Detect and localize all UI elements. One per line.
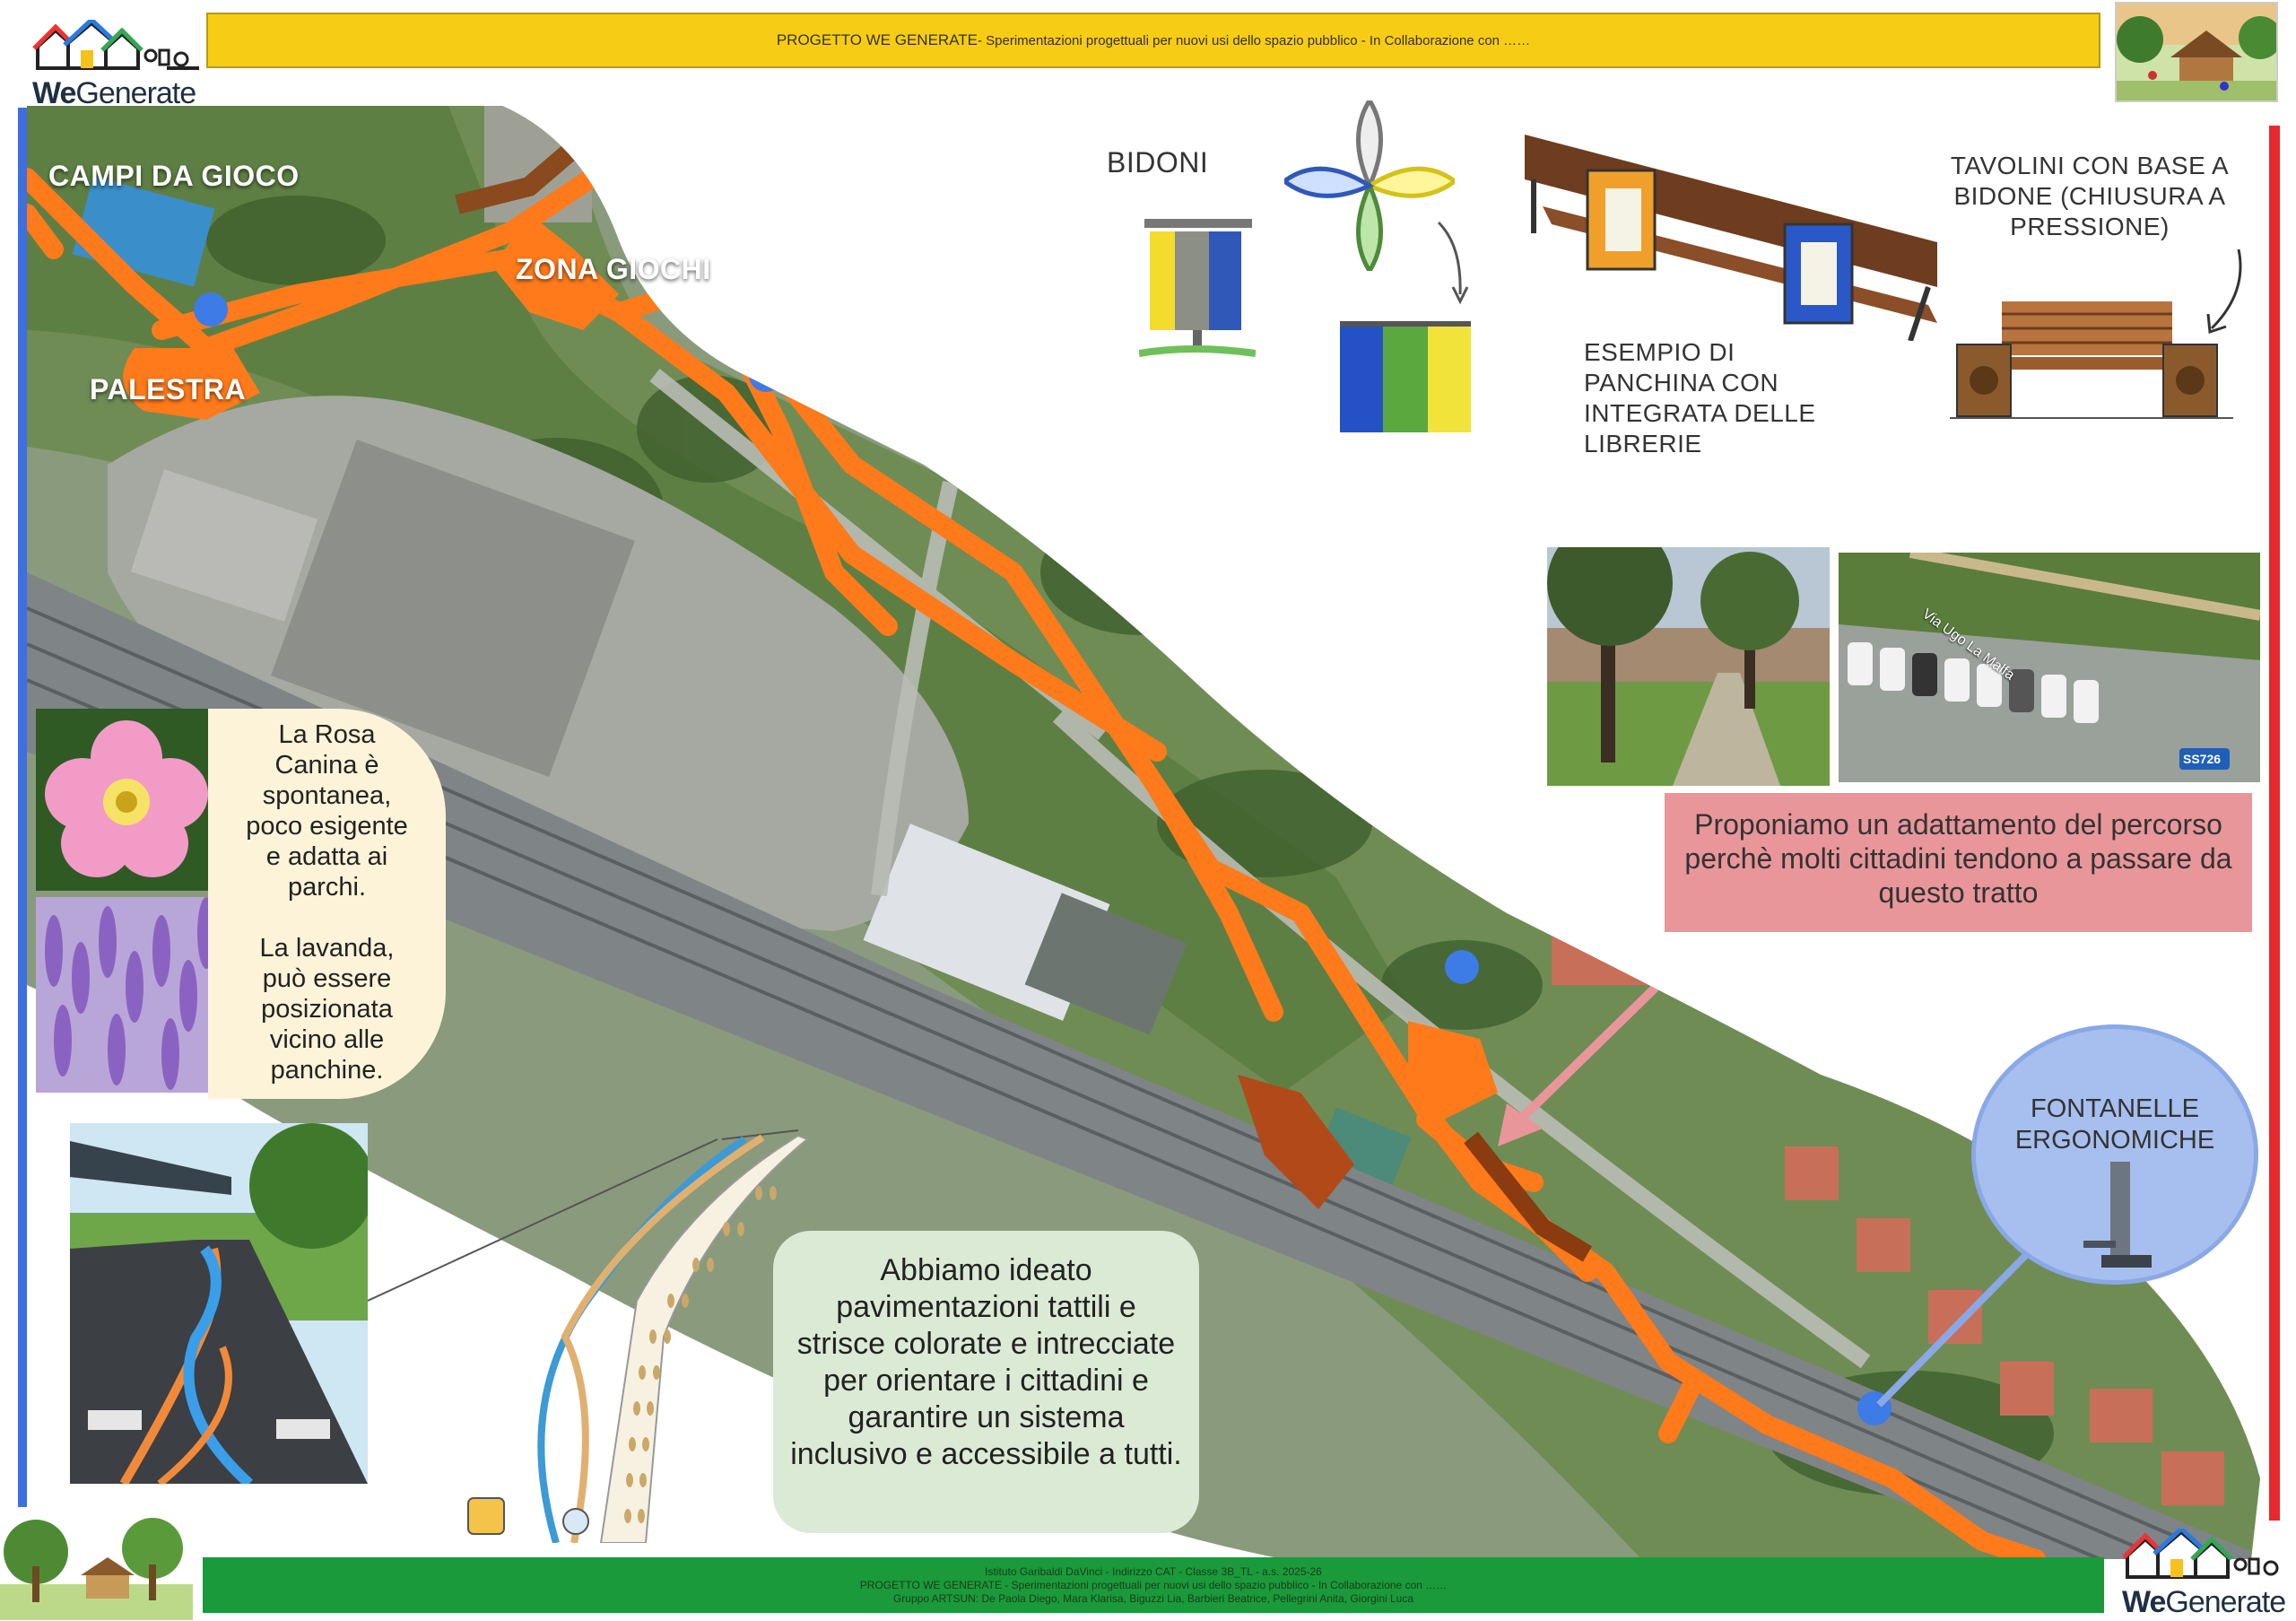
- leaf-logo-sketch-icon: [1284, 100, 1455, 271]
- houses-logo-icon-bottom: [2122, 1525, 2279, 1579]
- plants-note: La Rosa Canina è spontanea, poco esigent…: [208, 709, 446, 1099]
- rosa-canina-photo: [36, 709, 218, 891]
- aerial-map: [27, 106, 2260, 1559]
- park-illustration-thumbnail: [2115, 2, 2278, 102]
- footer-line-3: Gruppo ARTSUN: De Paola Diego, Mara Klar…: [892, 1591, 1414, 1605]
- park-illustration-bottom: [0, 1518, 193, 1620]
- road-badge: SS726: [2183, 752, 2222, 766]
- logo-wordmark: WeGenerate: [32, 76, 203, 111]
- footer-banner: Istituto Garibaldi DaVinci - Indirizzo C…: [203, 1557, 2104, 1613]
- logo-wordmark-bottom: WeGenerate: [2122, 1585, 2292, 1620]
- logo-bottom-right: WeGenerate: [2122, 1525, 2292, 1619]
- bench-library-caption: ESEMPIO DI PANCHINA CON INTEGRATA DELLE …: [1584, 338, 1816, 458]
- arrow-curved-icon: [2206, 248, 2242, 335]
- proposal-note: Proponiamo un adattamento del percorso p…: [1665, 793, 2252, 932]
- footer-line-2: PROGETTO WE GENERATE - Sperimentazioni p…: [859, 1578, 1448, 1591]
- right-red-border: [2269, 126, 2280, 1521]
- label-palestra: PALESTRA: [90, 373, 247, 405]
- logo-generate: Generate: [75, 76, 196, 110]
- logo-generate-bottom: Generate: [2165, 1585, 2286, 1619]
- pavement-note: Abbiamo ideato pavimentazioni tattili e …: [773, 1231, 1199, 1533]
- left-blue-border: [18, 108, 27, 1507]
- logo-we-bottom: We: [2122, 1585, 2166, 1619]
- bin-sketch-icon: [1139, 219, 1256, 357]
- water-fountain-icon: [2083, 1162, 2152, 1268]
- houses-logo-icon: [32, 16, 199, 70]
- bench-library-sketch: [1525, 135, 1937, 341]
- tables-caption: TAVOLINI CON BASE A BIDONE (CHIUSURA A P…: [1950, 152, 2230, 240]
- fontanelle-label: FONTANELLE ERGONOMICHE: [2014, 1094, 2215, 1155]
- satellite-photo: Via Ugo La Malfa SS726: [1839, 553, 2260, 782]
- logo-top-left: WeGenerate: [32, 16, 203, 110]
- lavanda-text: La lavanda, può essere posizionata vicin…: [259, 934, 395, 1085]
- colored-pavement-photo: [70, 1123, 368, 1484]
- tactile-paving-sketch: [368, 1129, 809, 1543]
- fontanelle-bubble: FONTANELLE ERGONOMICHE: [1971, 1024, 2258, 1285]
- logo-we: We: [32, 76, 76, 110]
- recycling-bins-sketch-icon: [1340, 321, 1471, 432]
- header-banner: PROGETTO WE GENERATE - Sperimentazioni p…: [206, 13, 2100, 68]
- bench-with-bins-sketch: [1950, 301, 2233, 419]
- label-campi-da-gioco: CAMPI DA GIOCO: [48, 160, 300, 192]
- lavanda-photo: [36, 897, 218, 1093]
- header-subtitle: - Sperimentazioni progettuali per nuovi …: [978, 32, 1531, 48]
- label-zona-giochi: ZONA GIOCHI: [516, 253, 711, 285]
- rosa-canina-text: La Rosa Canina è spontanea, poco esigent…: [246, 720, 408, 902]
- bidoni-label: BIDONI: [1107, 146, 1209, 179]
- footer-line-1: Istituto Garibaldi DaVinci - Indirizzo C…: [985, 1564, 1322, 1578]
- header-project-title: PROGETTO WE GENERATE: [776, 31, 978, 48]
- path-photo: [1547, 547, 1830, 786]
- arrow-down-icon: [1437, 221, 1469, 305]
